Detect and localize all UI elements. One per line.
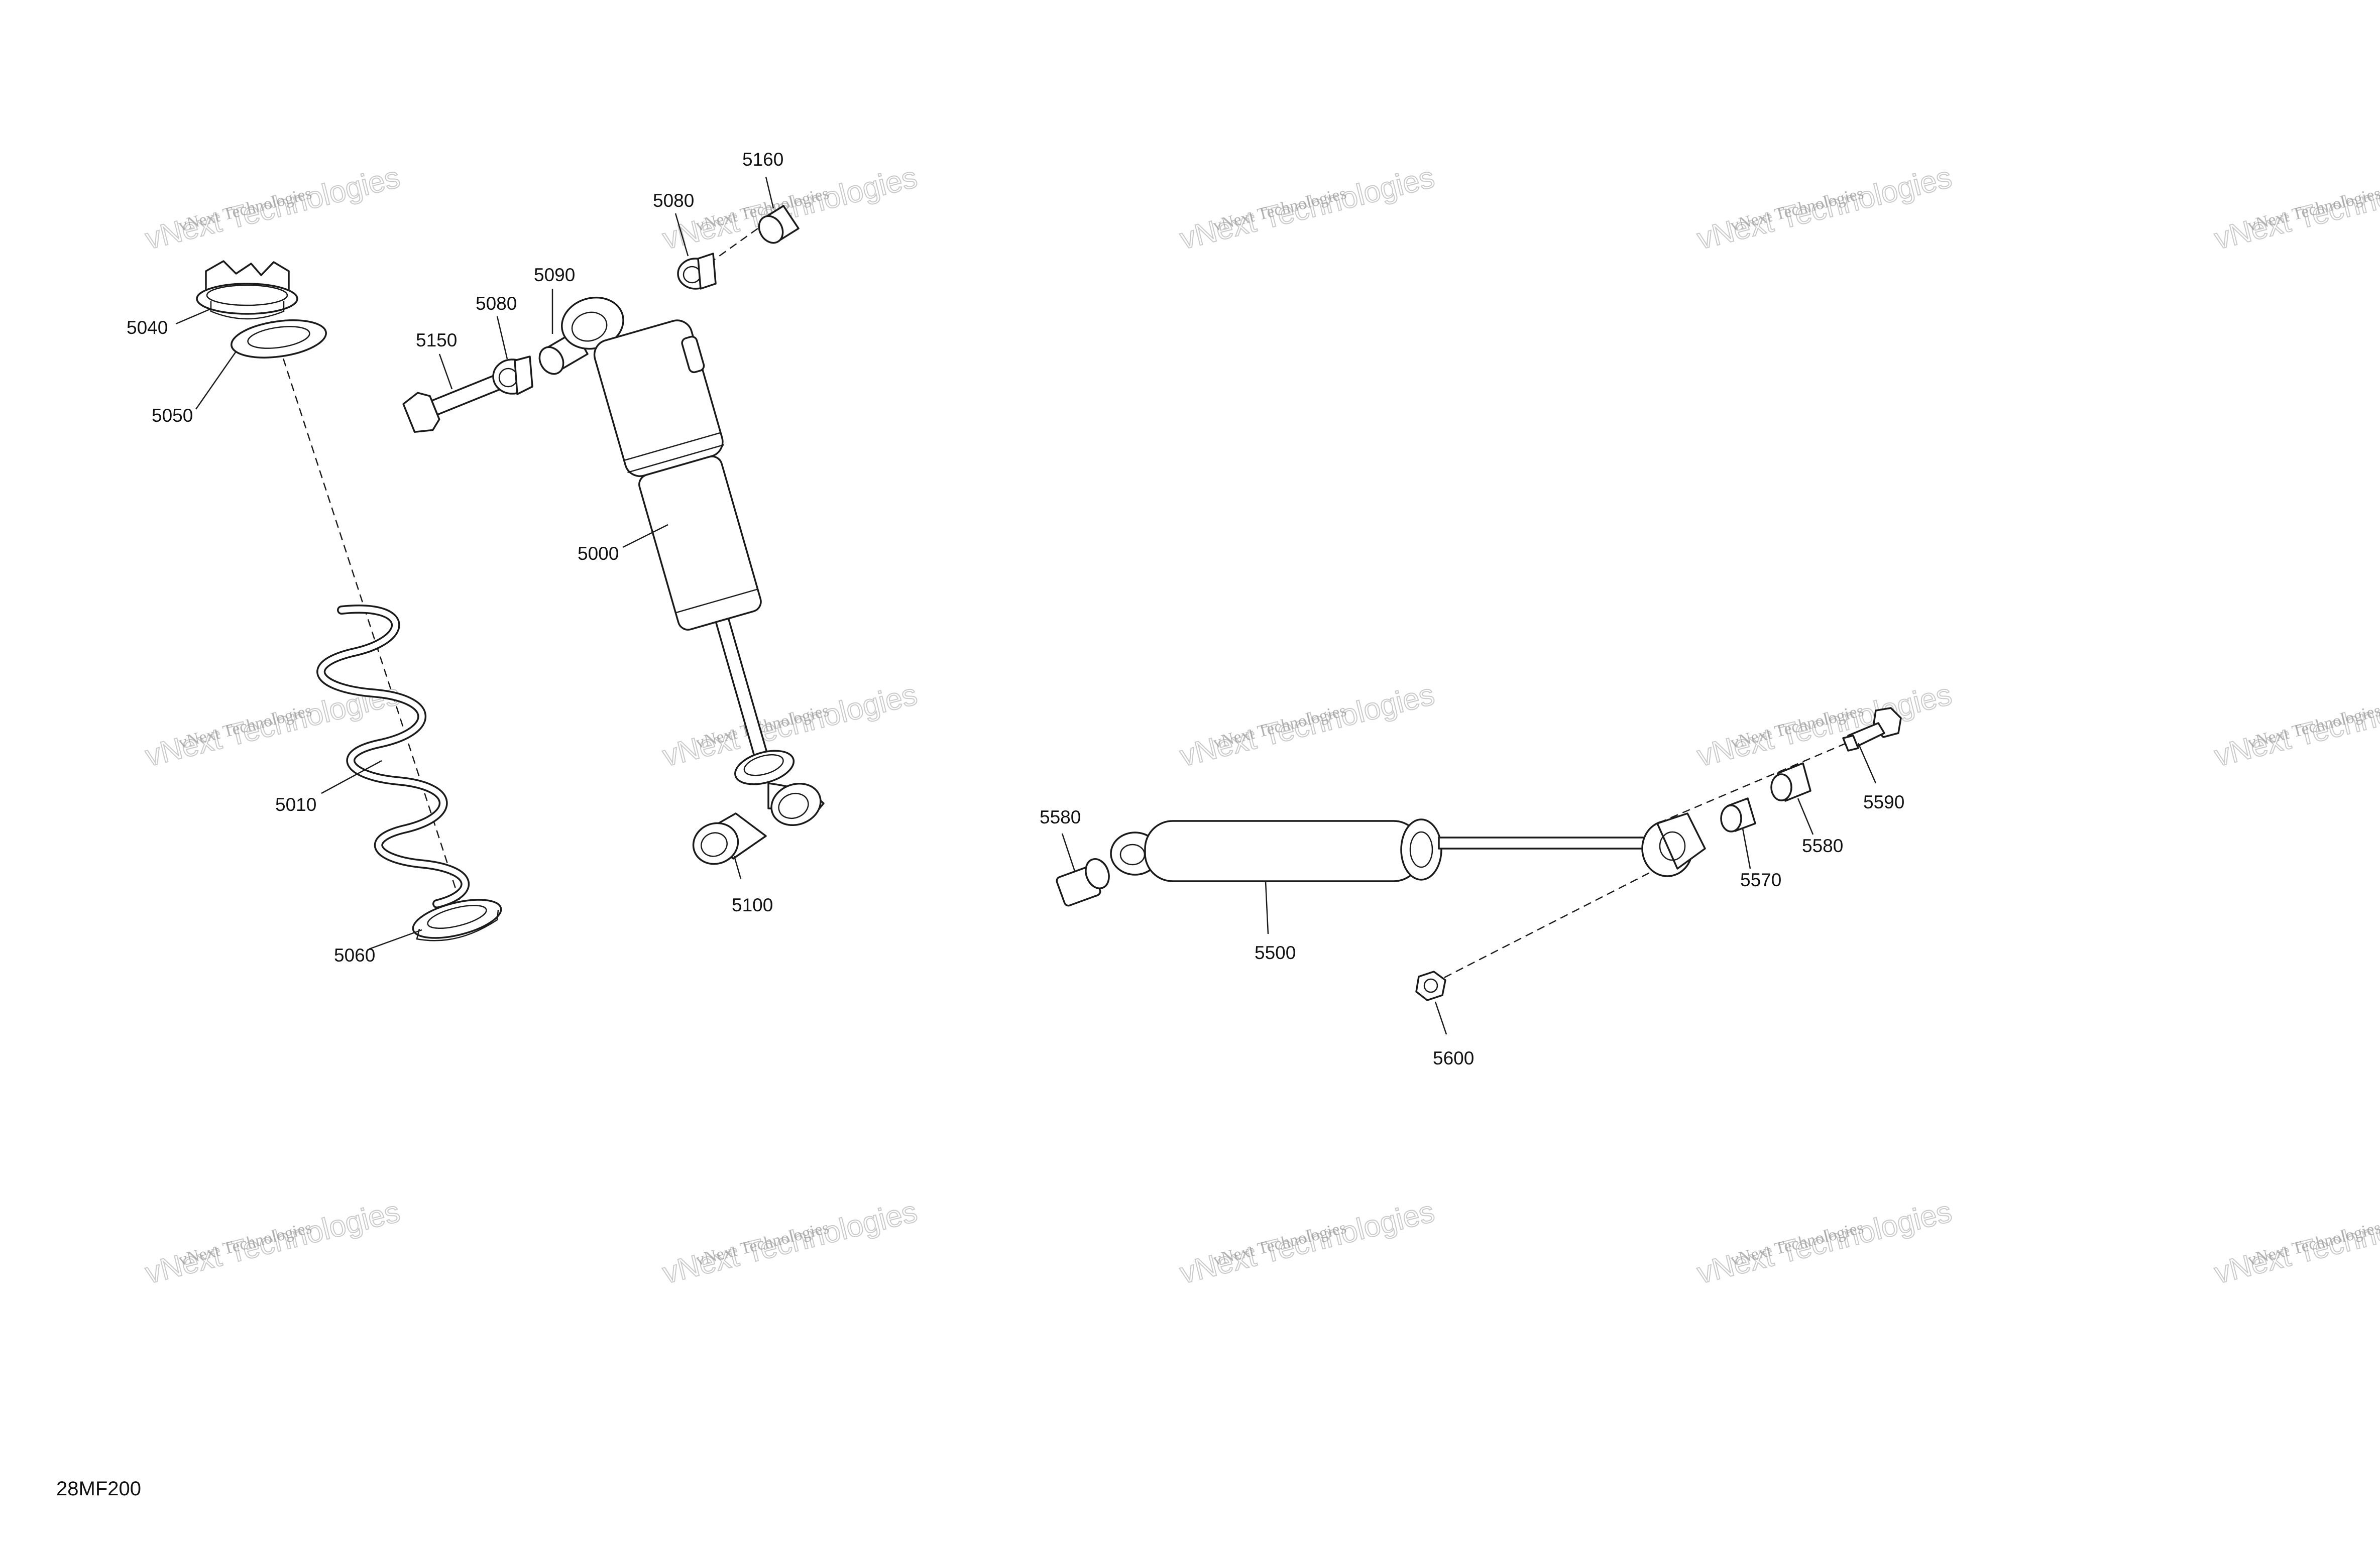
callout-5150: 5150 <box>416 330 457 350</box>
diagram-code: 28MF200 <box>56 1478 141 1500</box>
alignment-axis <box>270 321 468 924</box>
shock-assembly <box>402 205 825 865</box>
callout-5590: 5590 <box>1863 792 1904 812</box>
part-5050-washer <box>231 319 327 359</box>
spring-assembly <box>196 260 502 941</box>
part-5500-damper <box>1110 812 1706 882</box>
callout-5160: 5160 <box>742 149 783 170</box>
part-5060-seat <box>412 899 502 941</box>
part-5010-spring <box>316 605 470 908</box>
callout-5580-left: 5580 <box>1040 807 1081 827</box>
part-5580-bushing-left <box>1056 858 1110 907</box>
callout-5080-left: 5080 <box>476 293 517 314</box>
callout-labels: 5040 5050 5010 5060 5150 5080 5090 5080 … <box>127 149 1904 1069</box>
damper-axis-lower <box>1431 860 1673 985</box>
part-5000-shock <box>560 296 795 785</box>
part-5100-bushings <box>692 782 825 865</box>
part-5040-retainer <box>196 260 298 320</box>
part-5590-bolt <box>1842 707 1902 752</box>
callout-5010: 5010 <box>275 794 316 815</box>
callout-5080-right: 5080 <box>653 190 694 211</box>
part-5570-spacer <box>1720 797 1756 833</box>
callout-5100: 5100 <box>732 895 773 915</box>
damper-assembly <box>1056 707 1902 1001</box>
callout-5580-right: 5580 <box>1802 836 1843 856</box>
part-5080-spacer-left <box>492 355 533 395</box>
callout-5060: 5060 <box>334 945 375 966</box>
callout-5090: 5090 <box>534 265 575 285</box>
callout-5600: 5600 <box>1433 1048 1474 1069</box>
damper-axis-upper <box>1657 737 1859 824</box>
callout-5000: 5000 <box>578 543 619 564</box>
callout-5570: 5570 <box>1740 870 1781 890</box>
callout-5040: 5040 <box>127 317 168 338</box>
part-5600-nut <box>1415 971 1446 1001</box>
part-5160-bushing <box>758 205 800 244</box>
callout-5500: 5500 <box>1255 942 1296 963</box>
part-5080-spacer-right <box>677 253 717 290</box>
leader-lines <box>175 176 1877 1035</box>
callout-5050: 5050 <box>152 405 193 426</box>
part-5580-bushing-right <box>1770 762 1811 802</box>
